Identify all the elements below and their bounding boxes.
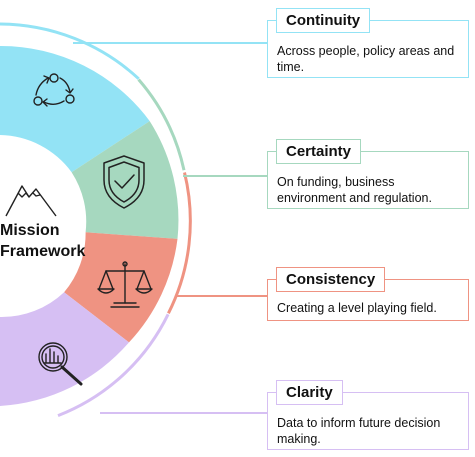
certainty-outer-arc [137, 78, 186, 171]
cycle-arrows-icon [33, 73, 75, 107]
certainty-text: On funding, business environment and reg… [277, 175, 432, 205]
consistency-title: Consistency [276, 267, 386, 292]
clarity-outer-arc [57, 313, 170, 417]
consistency-card: Consistency Creating a level playing fie… [267, 267, 469, 321]
magnifier-chart-icon [38, 342, 83, 386]
continuity-text: Across people, policy areas and time. [277, 44, 455, 74]
certainty-title: Certainty [276, 139, 362, 164]
framework-title: Mission Framework [0, 220, 110, 262]
shield-check-icon [103, 155, 145, 209]
consistency-segment [64, 232, 178, 343]
continuity-card: Continuity Across people, policy areas a… [267, 8, 469, 78]
consistency-outer-arc [167, 172, 192, 314]
mountain-icon [5, 185, 57, 217]
clarity-card: Clarity Data to inform future decision m… [267, 380, 469, 450]
continuity-outer-arc [0, 22, 140, 80]
framework-title-line1: Mission [0, 222, 60, 239]
clarity-title: Clarity [276, 380, 343, 405]
continuity-segment [0, 45, 150, 173]
framework-title-line2: Framework [0, 243, 86, 260]
certainty-segment [71, 121, 179, 239]
scales-icon [97, 261, 153, 308]
consistency-text: Creating a level playing field. [277, 301, 437, 315]
certainty-card: Certainty On funding, business environme… [267, 139, 469, 209]
continuity-title: Continuity [276, 8, 371, 33]
clarity-text: Data to inform future decision making. [277, 416, 441, 446]
